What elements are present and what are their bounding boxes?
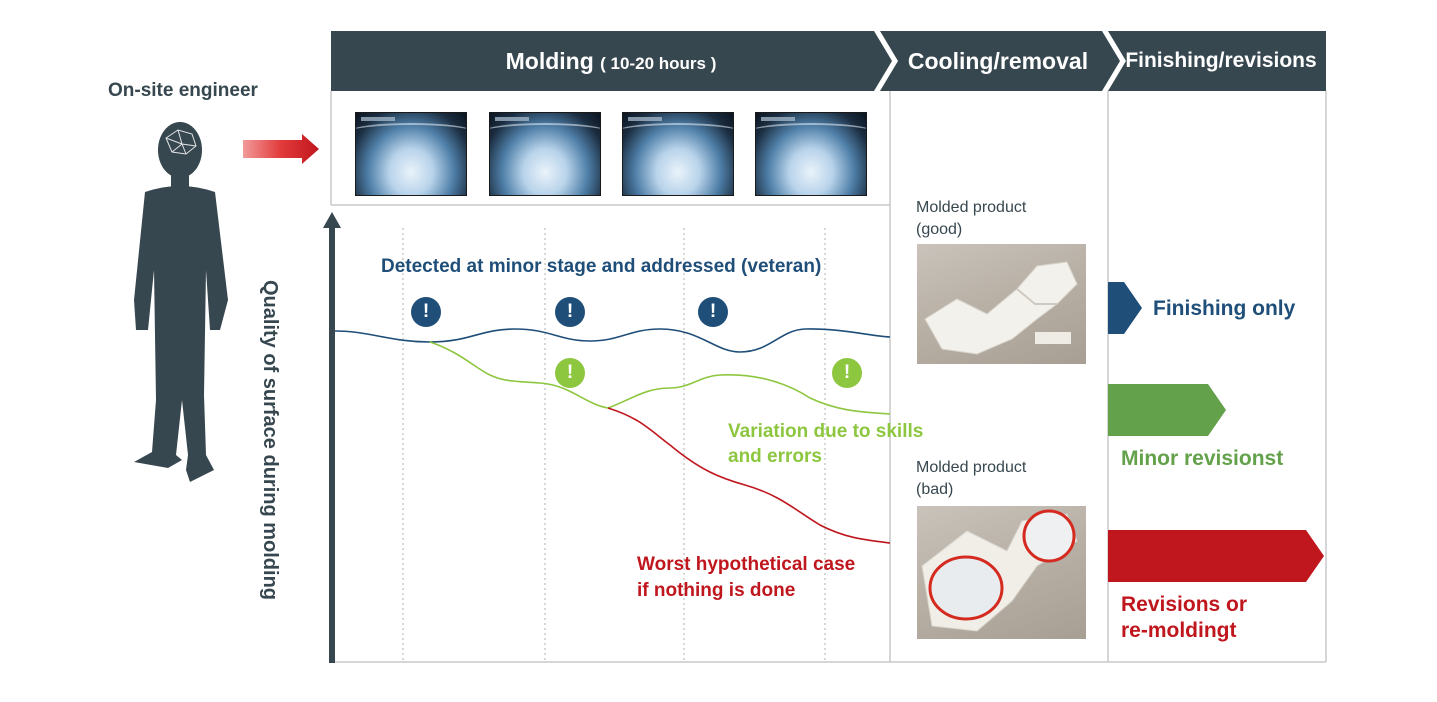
outcome-revisions-line2: re-moldingt xyxy=(1121,619,1237,642)
bad-product-shape xyxy=(921,509,1078,632)
variation-label: Variation due to skills and errors xyxy=(728,419,923,469)
veteran-label: Detected at minor stage and addressed (v… xyxy=(381,256,822,277)
worst-label: Worst hypothetical case if nothing is do… xyxy=(637,552,855,604)
camera-frame-4 xyxy=(755,112,867,196)
header-molding-hours: ( 10-20 hours ) xyxy=(600,54,717,73)
revisions-arrow xyxy=(1108,530,1324,582)
header-finishing-segment xyxy=(1108,31,1326,91)
variation-label-line2: and errors xyxy=(728,446,822,467)
outcome-revisions: Revisions or re-moldingt xyxy=(1121,592,1247,644)
good-product-label-line1: Molded product xyxy=(916,199,1027,216)
good-product-label-line2: (good) xyxy=(916,221,963,238)
alert-icon-blue-3: ! xyxy=(698,297,728,327)
veteran-quality-line xyxy=(334,328,891,353)
variation-label-line1: Variation due to skills xyxy=(728,421,924,442)
minor-revisions-arrow xyxy=(1108,384,1226,436)
header-cooling-label: Cooling/removal xyxy=(907,48,1089,74)
outcome-revisions-line1: Revisions or xyxy=(1121,593,1248,616)
worst-label-line1: Worst hypothetical case xyxy=(637,554,856,575)
header-molding-label: Molding xyxy=(505,48,594,74)
engineer-arrow-icon xyxy=(243,134,319,164)
y-axis-label: Quality of surface during molding xyxy=(259,279,281,601)
header-finishing-label: Finishing/revisions xyxy=(1125,49,1317,72)
bad-product-label-line1: Molded product xyxy=(916,459,1027,476)
y-axis-arrow xyxy=(323,212,341,663)
variation-quality-line xyxy=(429,341,891,415)
alert-icon-blue-1: ! xyxy=(411,297,441,327)
camera-frame-3 xyxy=(622,112,734,196)
worst-label-line2: if nothing is done xyxy=(637,580,796,601)
header-molding-segment xyxy=(331,31,892,91)
alert-icon-blue-2: ! xyxy=(555,297,585,327)
defect-circle-1 xyxy=(928,555,1004,621)
header-molding: Molding ( 10-20 hours ) xyxy=(331,30,891,92)
bad-product-label-line2: (bad) xyxy=(916,481,954,498)
bad-product-label: Molded product (bad) xyxy=(916,457,1026,501)
alert-icon-green-2: ! xyxy=(832,358,862,388)
good-product-shape xyxy=(924,261,1078,355)
outcome-finishing-only: Finishing only xyxy=(1153,297,1296,320)
person-silhouette-icon xyxy=(134,122,228,482)
grid-lines xyxy=(402,228,826,660)
good-product-label: Molded product (good) xyxy=(916,197,1026,241)
defect-circle-2 xyxy=(1022,509,1076,563)
bad-product-photo xyxy=(917,506,1086,639)
engineer-label: On-site engineer xyxy=(108,80,258,101)
camera-frame-1 xyxy=(355,112,467,196)
alert-icon-green-1: ! xyxy=(555,358,585,388)
finishing-only-arrow xyxy=(1108,282,1142,334)
camera-frame-2 xyxy=(489,112,601,196)
worst-quality-line xyxy=(607,407,891,544)
outcome-minor-revisions: Minor revisionst xyxy=(1121,447,1284,470)
header-cooling-segment xyxy=(880,31,1120,91)
good-product-photo xyxy=(917,244,1086,364)
